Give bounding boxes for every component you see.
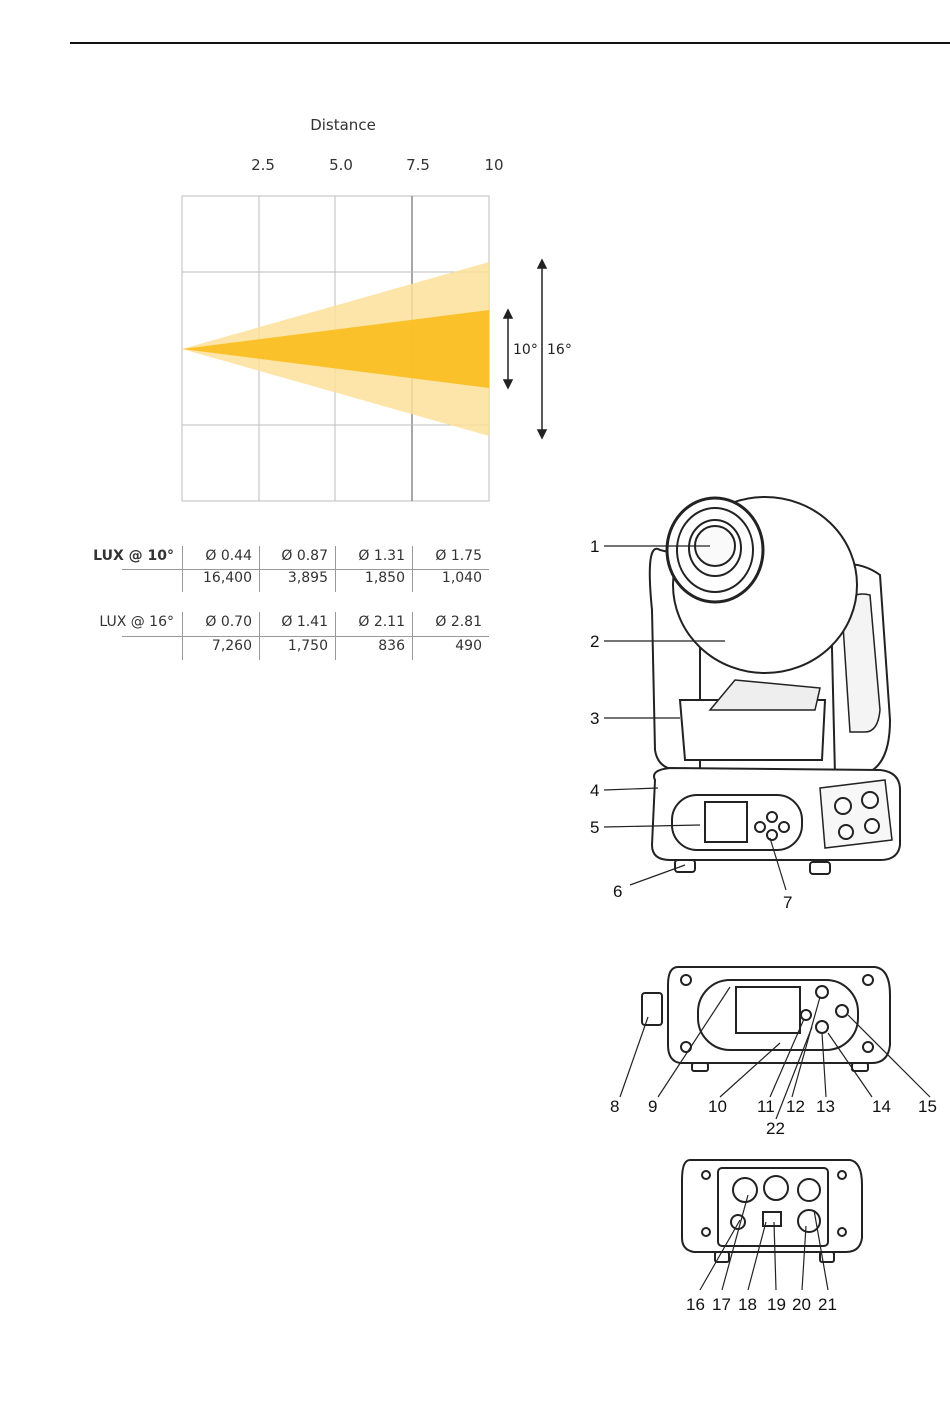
fixture-display-panel-view: 8 9 10 11 12 22 13 14 15 [600, 955, 950, 1140]
fixture-front-view: 1 2 3 4 5 6 7 [560, 470, 950, 920]
callout-13: 13 [816, 1097, 835, 1116]
lux-cell: 1,850 [338, 570, 405, 586]
lux-row-label: LUX @ 10° [90, 548, 174, 564]
power-in-connector [733, 1178, 757, 1202]
callout-19: 19 [767, 1295, 786, 1314]
table-divider [122, 636, 489, 637]
callout-3: 3 [590, 709, 599, 728]
lux-row-label: LUX @ 16° [90, 614, 174, 630]
lux-cell: 490 [415, 638, 482, 654]
diameter-cell: Ø 0.87 [262, 548, 328, 564]
table-divider [335, 612, 336, 660]
callout-15: 15 [918, 1097, 937, 1116]
table-divider [259, 546, 260, 592]
table-divider [259, 612, 260, 660]
foot [675, 860, 695, 872]
fixture-rear-panel-view: 16 17 18 19 20 21 [670, 1150, 870, 1320]
callout-21: 21 [818, 1295, 837, 1314]
display-screen [736, 987, 800, 1033]
table-divider [182, 612, 183, 660]
handle-clip [642, 993, 662, 1025]
lux-cell: 7,260 [185, 638, 252, 654]
lux-cell: 836 [338, 638, 405, 654]
table-divider [412, 612, 413, 660]
callout-8: 8 [610, 1097, 619, 1116]
table-divider [335, 546, 336, 592]
table-divider [412, 546, 413, 592]
callout-5: 5 [590, 818, 599, 837]
callout-4: 4 [590, 781, 599, 800]
lux-cell: 3,895 [262, 570, 328, 586]
callout-18: 18 [738, 1295, 757, 1314]
lux-cell: 16,400 [185, 570, 252, 586]
callout-20: 20 [792, 1295, 811, 1314]
display-screen [705, 802, 747, 842]
diameter-cell: Ø 2.11 [338, 614, 405, 630]
diameter-cell: Ø 0.70 [185, 614, 252, 630]
callout-16: 16 [686, 1295, 705, 1314]
callout-2: 2 [590, 632, 599, 651]
button [816, 1021, 828, 1033]
callout-6: 6 [613, 882, 622, 901]
diameter-cell: Ø 0.44 [185, 548, 252, 564]
callout-22: 22 [766, 1119, 785, 1138]
foot [810, 862, 830, 874]
lux-cell: 1,750 [262, 638, 328, 654]
button [816, 986, 828, 998]
diameter-cell: Ø 1.41 [262, 614, 328, 630]
fuse-holder [731, 1215, 745, 1229]
callout-10: 10 [708, 1097, 727, 1116]
table-divider [122, 569, 489, 570]
button [836, 1005, 848, 1017]
callout-1: 1 [590, 537, 599, 556]
callout-7: 7 [783, 893, 792, 912]
diameter-cell: Ø 1.31 [338, 548, 405, 564]
callout-11: 11 [757, 1097, 775, 1116]
lux-cell: 1,040 [415, 570, 482, 586]
dmx-out-connector [798, 1179, 820, 1201]
table-divider [182, 546, 183, 592]
diameter-cell: Ø 1.75 [415, 548, 482, 564]
diameter-cell: Ø 2.81 [415, 614, 482, 630]
callout-9: 9 [648, 1097, 657, 1116]
button [801, 1010, 811, 1020]
callout-14: 14 [872, 1097, 891, 1116]
callout-12: 12 [786, 1097, 805, 1116]
power-out-connector [764, 1176, 788, 1200]
callout-17: 17 [712, 1295, 731, 1314]
